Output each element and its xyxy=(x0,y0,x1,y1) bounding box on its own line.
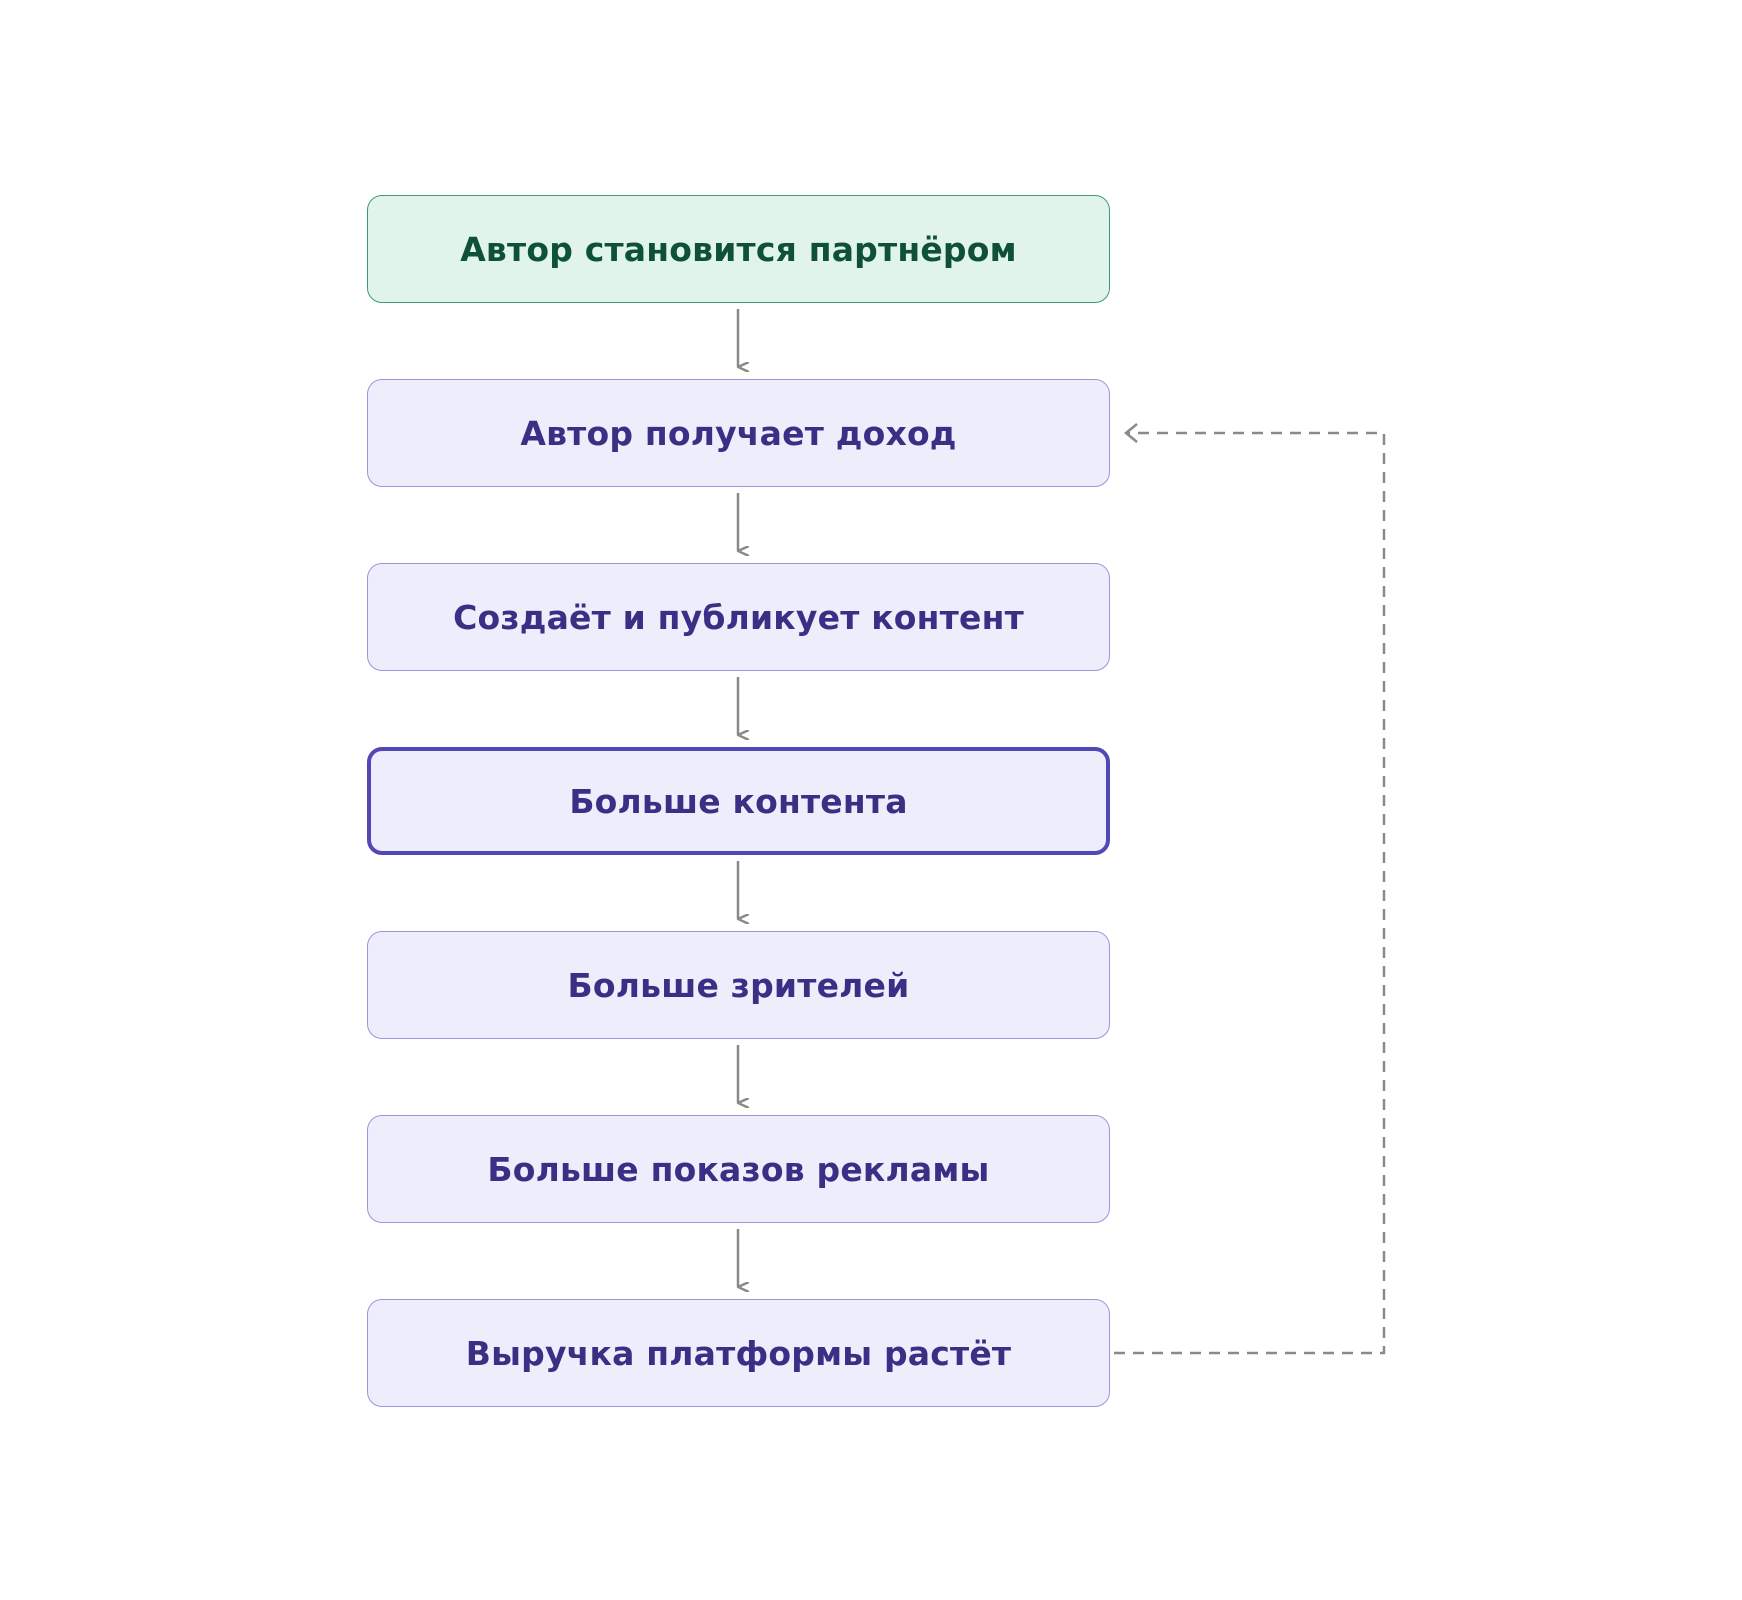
feedback-arrowhead xyxy=(1124,423,1138,443)
node-label: Больше показов рекламы xyxy=(487,1149,990,1189)
node-creates-publishes-content: Создаёт и публикует контент xyxy=(367,563,1110,671)
node-label: Автор получает доход xyxy=(520,413,957,453)
node-more-ad-impressions: Больше показов рекламы xyxy=(367,1115,1110,1223)
node-author-earns-income: Автор получает доход xyxy=(367,379,1110,487)
edge-n6-n1-feedback xyxy=(1114,431,1386,1355)
node-label: Создаёт и публикует контент xyxy=(453,597,1024,637)
node-more-content: Больше контента xyxy=(367,747,1110,855)
node-platform-revenue-grows: Выручка платформы растёт xyxy=(367,1299,1110,1407)
node-label: Автор становится партнёром xyxy=(460,229,1017,269)
node-more-viewers: Больше зрителей xyxy=(367,931,1110,1039)
node-label: Выручка платформы растёт xyxy=(465,1333,1012,1373)
node-label: Больше зрителей xyxy=(567,965,910,1005)
node-label: Больше контента xyxy=(569,781,908,821)
node-author-becomes-partner: Автор становится партнёром xyxy=(367,195,1110,303)
